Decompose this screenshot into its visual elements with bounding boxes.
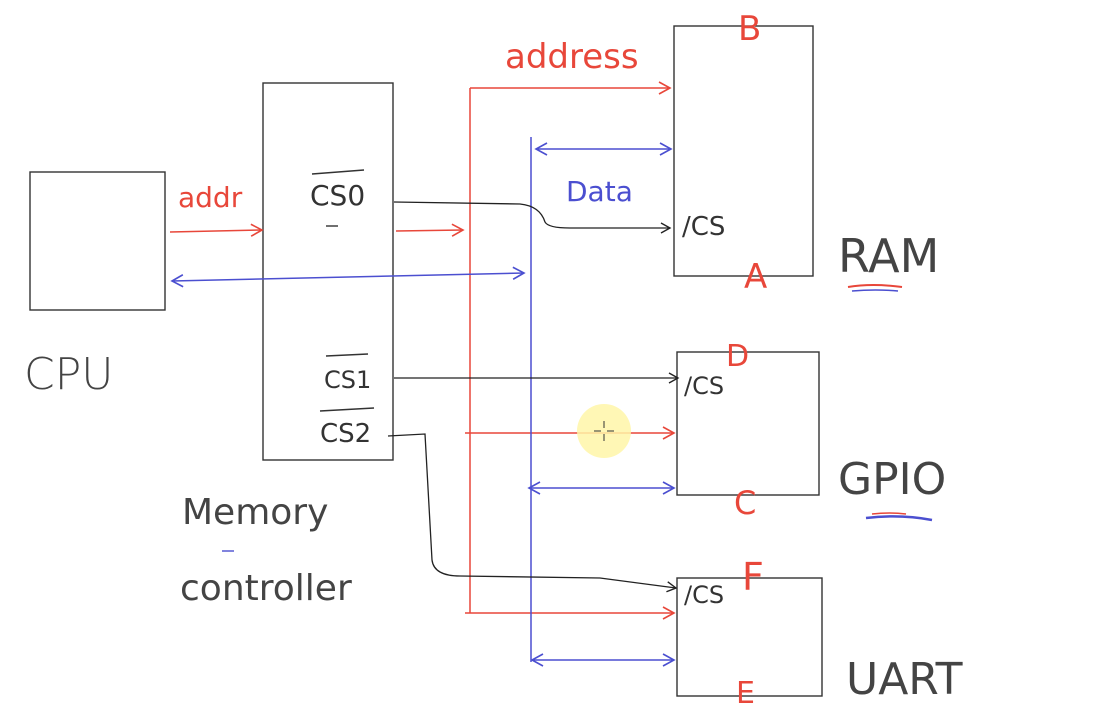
ram-underline [847,284,903,288]
cs2-label: CS2 [320,419,371,449]
ram-cs-label: /CS [682,212,725,242]
address-label: address [505,37,639,77]
memory-controller-box [262,82,394,461]
cs2-overbar [319,407,375,412]
cs2-line [387,433,678,593]
mc-addr-out-arrow [395,223,465,237]
ram-corner-top: B [738,9,761,49]
data-label: Data [566,175,633,208]
cs0-label: CS0 [310,179,365,212]
gpio-underline-2 [871,512,907,515]
cpu-box [29,171,166,311]
cpu-label: CPU [24,349,113,400]
cs1-label: CS1 [324,366,371,394]
ram-underline-2 [851,289,899,292]
memory-label: Memory [182,492,328,533]
cpu-data-arrow [170,266,526,288]
addr-label: addr [178,181,243,214]
gpio-cs-label: /CS [684,372,724,400]
gpio-underline [865,515,933,522]
cpu-addr-arrow [169,223,264,237]
gpio-corner-bottom: C [734,484,756,522]
cs0-line [393,201,672,234]
cs0-overbar [311,169,365,175]
crosshair-cursor-icon [594,421,614,441]
uart-label: UART [846,654,963,705]
ram-box [673,25,814,277]
ram-corner-bottom: A [744,257,767,297]
gpio-box [676,351,820,496]
gpio-label: GPIO [838,454,946,505]
cs1-overbar [325,353,369,357]
gpio-corner-top: D [726,339,749,374]
uart-box [676,577,823,697]
uart-corner-top: F [742,555,764,599]
controller-label: controller [180,568,352,609]
uart-corner-bottom: E [736,676,755,705]
cursor-highlight [577,404,631,458]
ram-label: RAM [838,229,939,283]
uart-cs-label: /CS [684,581,724,609]
